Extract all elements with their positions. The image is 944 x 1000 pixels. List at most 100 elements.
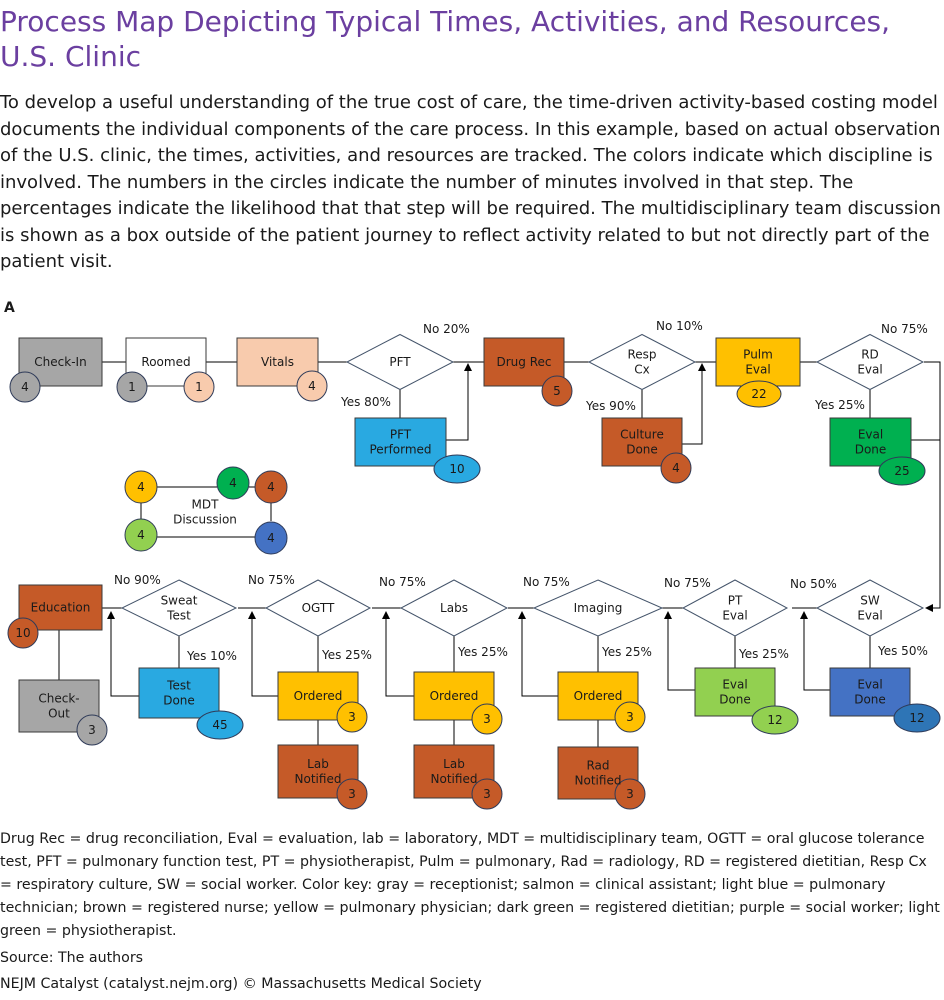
box-pft_performed [354,417,447,467]
minutes-value-roomed_b: 1 [195,380,203,394]
connector-pt-return [664,611,695,691]
connector-sweat-return [107,611,139,697]
box-label-checkin: Check-In [34,355,86,369]
diamond-label-pft: PFT [389,355,411,369]
diamond-ogtt [264,579,372,637]
box-pt_done [694,667,776,717]
minutes-circle-roomed_b [183,371,215,403]
probability-sweat_no: No 90% [114,573,161,587]
minutes-value-labs_lab: 3 [483,787,491,801]
connector-ogtt-return [248,611,278,697]
minutes-value-mdt_yellow: 4 [137,480,145,494]
diamond-label-labs: Labs [440,601,468,615]
figure-description: To develop a useful understanding of the… [0,92,941,272]
box-label-img_ordered: Ordered [574,689,623,703]
abbreviations-key: Drug Rec = drug reconciliation, Eval = e… [0,831,940,939]
probability-ogtt_no: No 75% [248,573,295,587]
source-line: Source: The authors [0,950,144,966]
probability-pft_yes: Yes 80% [340,395,391,409]
credit-line: NEJM Catalyst (catalyst.nejm.org) © Mass… [0,976,482,992]
minutes-value-rd: 25 [894,464,909,478]
probability-img_yes: Yes 25% [601,645,652,659]
probability-rd_yes: Yes 25% [814,398,865,412]
minutes-value-img_ordered: 3 [626,710,634,724]
minutes-value-vitals: 4 [308,379,316,393]
box-label-labs_ordered: Ordered [430,689,479,703]
box-label-roomed: Roomed [141,355,190,369]
minutes-circle-labs_ordered [471,703,503,735]
minutes-circle-rd [878,456,926,486]
diamond-rd [815,333,925,391]
minutes-value-drugrec: 5 [553,384,561,398]
connector-img-return [518,611,558,697]
minutes-circle-ogtt_ordered [336,701,368,733]
box-label-ogtt_ordered: Ordered [294,689,343,703]
diamond-sweat [120,579,238,637]
probability-rd_no: No 75% [881,322,928,336]
minutes-circle-culture [660,452,692,484]
minutes-circle-labs_lab [471,778,503,810]
minutes-circle-roomed_a [116,371,148,403]
diamond-pt [681,579,789,637]
minutes-value-mdt_blue: 4 [267,531,275,545]
diamond-labs [399,579,509,637]
minutes-value-roomed_a: 1 [128,380,136,394]
minutes-value-education: 10 [15,626,30,640]
minutes-value-labs_ordered: 3 [483,712,491,726]
minutes-circle-sweat [196,710,244,740]
minutes-circle-vitals [296,370,328,402]
minutes-circle-mdt_blue [254,521,288,555]
minutes-value-checkin: 4 [21,380,29,394]
minutes-circle-mdt_yellow [124,470,158,504]
connector-row-wrap [924,361,941,612]
minutes-value-ogtt_lab: 3 [348,787,356,801]
minutes-circle-ogtt_lab [336,778,368,810]
minutes-circle-checkout [76,714,108,746]
connector-sw-return [800,611,830,691]
probability-cx_yes: Yes 90% [585,399,636,413]
minutes-circle-mdt_brown [254,470,288,504]
box-label-education: Education [31,601,91,615]
minutes-value-pulm: 22 [751,387,766,401]
minutes-value-sw: 12 [909,711,924,725]
box-sw_done [829,667,911,717]
diamond-pft [345,333,455,391]
diamond-label-ogtt: OGTT [302,601,335,615]
minutes-value-ogtt_ordered: 3 [348,710,356,724]
probability-sw_yes: Yes 50% [877,644,928,658]
probability-pt_no: No 75% [664,576,711,590]
minutes-value-mdt_brown: 4 [267,480,275,494]
probability-img_no: No 75% [523,575,570,589]
probability-sweat_yes: Yes 10% [186,649,237,663]
minutes-value-pft: 10 [449,462,464,476]
minutes-circle-education [7,617,39,649]
box-label-checkout: Check-Out [38,692,79,721]
box-label-vitals: Vitals [261,355,294,369]
connector-labs-return [382,611,414,697]
probability-pt_yes: Yes 25% [738,647,789,661]
minutes-circle-pulm [736,380,782,408]
box-label-drugrec: Drug Rec [497,355,552,369]
minutes-circle-pt [751,705,799,735]
probability-labs_no: No 75% [379,575,426,589]
minutes-value-pt: 12 [767,713,782,727]
minutes-circle-img_ordered [614,701,646,733]
diamond-respcx [587,333,697,391]
diamond-imaging [532,579,664,637]
probability-cx_no: No 10% [656,319,703,333]
minutes-circle-mdt_green [216,466,250,500]
minutes-value-mdt_lightgreen: 4 [137,528,145,542]
connector-pft-return [446,363,472,441]
